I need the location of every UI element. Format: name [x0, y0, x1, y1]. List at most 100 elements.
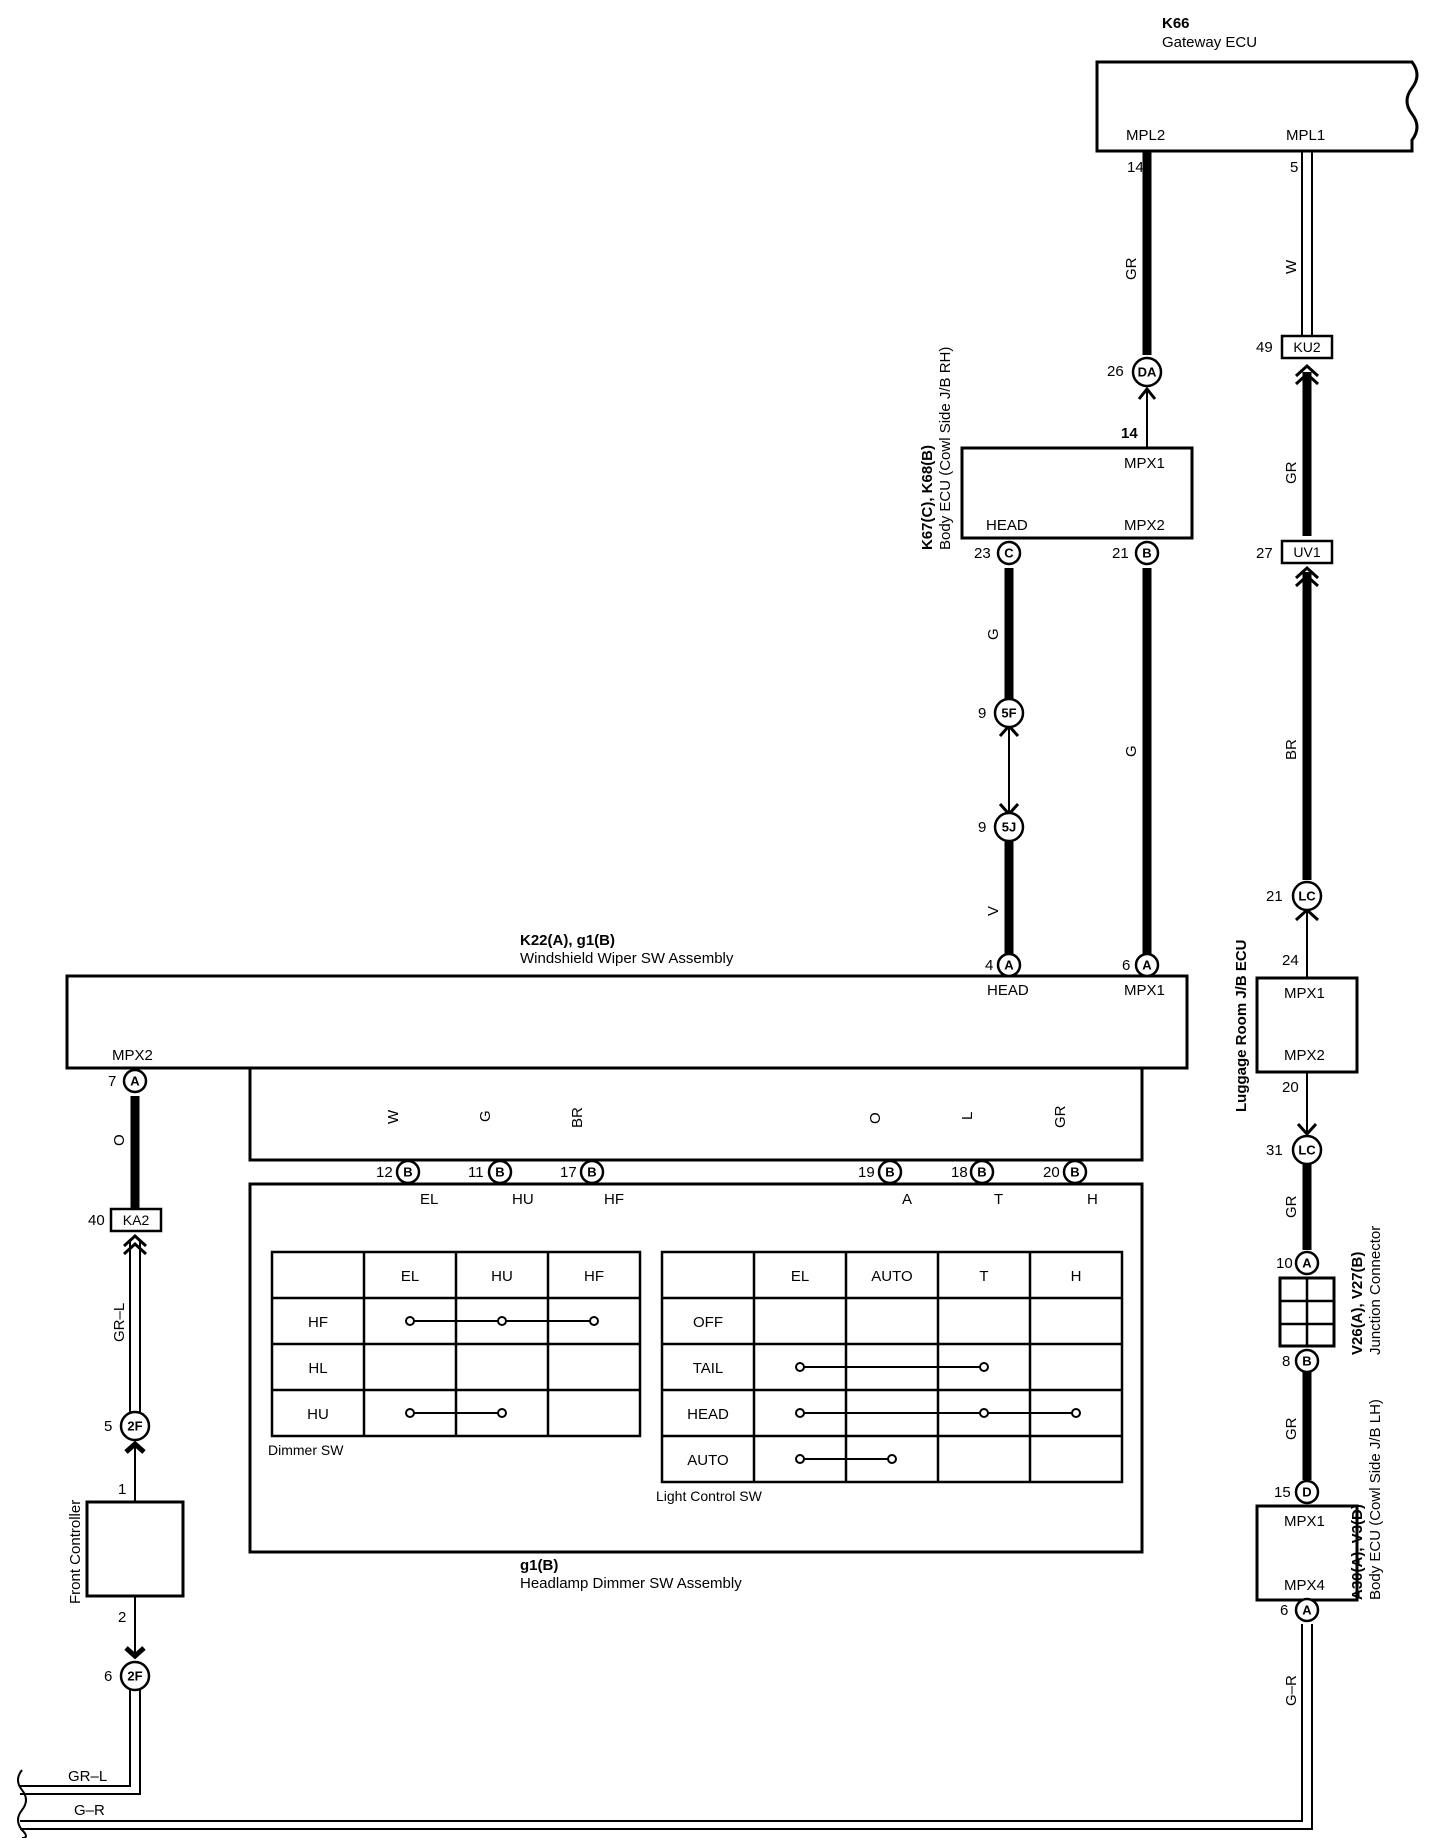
- svg-text:HF: HF: [604, 1191, 624, 1208]
- svg-text:6: 6: [1280, 1602, 1288, 1619]
- svg-text:A: A: [1302, 1603, 1312, 1618]
- svg-text:A30(A), V3(D): A30(A), V3(D): [1349, 1504, 1366, 1600]
- svg-text:B: B: [977, 1165, 986, 1180]
- svg-text:20: 20: [1043, 1164, 1060, 1181]
- svg-text:KU2: KU2: [1293, 339, 1320, 355]
- wire-color-labels: GR W GR G G BR V GR GR G–R O GR–L W G BR…: [68, 257, 1300, 1819]
- svg-text:HL: HL: [308, 1360, 327, 1377]
- svg-text:EL: EL: [791, 1268, 809, 1285]
- dimmer-table: [270, 1250, 642, 1438]
- terminal-5j: 5J: [993, 811, 1025, 843]
- pin-names: MPL2 MPL1 MPX1 HEAD MPX2 HEAD MPX1 MPX2 …: [112, 127, 1325, 1594]
- svg-text:26: 26: [1107, 363, 1124, 380]
- svg-text:T: T: [994, 1191, 1003, 1208]
- svg-text:MPX1: MPX1: [1284, 985, 1325, 1002]
- svg-text:MPX1: MPX1: [1284, 1513, 1325, 1530]
- svg-text:14: 14: [1121, 425, 1138, 442]
- svg-text:GR: GR: [1052, 1105, 1069, 1128]
- svg-text:C: C: [1004, 546, 1014, 561]
- terminal-b-21: B: [1134, 540, 1160, 566]
- svg-text:Junction Connector: Junction Connector: [1367, 1226, 1384, 1355]
- svg-text:LC: LC: [1298, 1143, 1316, 1158]
- terminal-2f-6: 2F: [119, 1660, 151, 1692]
- connector-ka2: KA2: [109, 1207, 163, 1233]
- svg-text:GR: GR: [1283, 461, 1300, 484]
- terminal-a-6b: A: [1294, 1597, 1320, 1623]
- svg-text:6: 6: [104, 1668, 112, 1685]
- svg-text:Body ECU (Cowl Side J/B LH): Body ECU (Cowl Side J/B LH): [1367, 1399, 1384, 1600]
- terminal-2f-5: 2F: [119, 1410, 151, 1442]
- svg-text:1: 1: [118, 1481, 126, 1498]
- svg-text:G: G: [477, 1110, 494, 1122]
- svg-text:20: 20: [1282, 1079, 1299, 1096]
- svg-text:2F: 2F: [127, 1669, 142, 1684]
- svg-text:Gateway ECU: Gateway ECU: [1162, 34, 1257, 51]
- svg-text:9: 9: [978, 705, 986, 722]
- svg-text:O: O: [111, 1134, 128, 1146]
- svg-text:D: D: [1302, 1485, 1311, 1500]
- svg-text:H: H: [1071, 1268, 1082, 1285]
- svg-text:EL: EL: [420, 1191, 438, 1208]
- svg-text:O: O: [867, 1112, 884, 1124]
- terminal-da: DA: [1131, 356, 1163, 388]
- gateway-ecu-box: [1095, 60, 1419, 153]
- svg-text:G: G: [1123, 745, 1140, 757]
- svg-text:21: 21: [1266, 888, 1283, 905]
- svg-text:5J: 5J: [1002, 820, 1016, 835]
- svg-text:V26(A), V27(B): V26(A), V27(B): [1349, 1252, 1366, 1355]
- svg-text:B: B: [1142, 546, 1151, 561]
- svg-text:HEAD: HEAD: [987, 982, 1029, 999]
- front-controller-box: [85, 1500, 185, 1598]
- svg-text:A: A: [1004, 958, 1014, 973]
- svg-text:W: W: [385, 1109, 402, 1124]
- terminal-lc-31: LC: [1291, 1134, 1323, 1166]
- terminal-b-20: B: [1062, 1159, 1088, 1185]
- luggage-ecu-box: [1255, 976, 1359, 1074]
- svg-text:49: 49: [1256, 339, 1273, 356]
- dimmer-table-text: EL HU HF HF HL HU: [307, 1268, 604, 1423]
- svg-text:BR: BR: [1283, 739, 1300, 760]
- terminal-a-6: A: [1134, 952, 1160, 978]
- svg-text:Headlamp Dimmer SW Assembly: Headlamp Dimmer SW Assembly: [520, 1575, 742, 1592]
- svg-text:2: 2: [118, 1609, 126, 1626]
- svg-text:8: 8: [1282, 1353, 1290, 1370]
- svg-text:21: 21: [1112, 545, 1129, 562]
- svg-text:Body ECU (Cowl Side J/B RH): Body ECU (Cowl Side J/B RH): [937, 347, 954, 550]
- svg-text:4: 4: [985, 957, 993, 974]
- terminal-5f: 5F: [993, 697, 1025, 729]
- wire-g-r-b: [20, 1624, 1313, 1830]
- svg-text:17: 17: [560, 1164, 577, 1181]
- svg-text:K22(A), g1(B): K22(A), g1(B): [520, 932, 615, 949]
- svg-text:AUTO: AUTO: [687, 1452, 728, 1469]
- svg-text:T: T: [979, 1268, 988, 1285]
- svg-text:MPX2: MPX2: [112, 1047, 153, 1064]
- svg-text:HU: HU: [512, 1191, 534, 1208]
- svg-text:HU: HU: [491, 1268, 513, 1285]
- svg-text:W: W: [1283, 259, 1300, 274]
- terminal-a-10: A: [1294, 1250, 1320, 1276]
- svg-text:A: A: [902, 1191, 912, 1208]
- svg-text:UV1: UV1: [1293, 544, 1320, 560]
- svg-text:GR–L: GR–L: [111, 1303, 128, 1342]
- body-ecu-lh-box: [1255, 1504, 1359, 1602]
- svg-text:14: 14: [1127, 159, 1144, 176]
- svg-text:27: 27: [1256, 545, 1273, 562]
- svg-text:A: A: [1142, 958, 1152, 973]
- svg-text:MPX1: MPX1: [1124, 455, 1165, 472]
- terminal-b-18: B: [969, 1159, 995, 1185]
- svg-text:GR: GR: [1283, 1417, 1300, 1440]
- terminal-c-23: C: [996, 540, 1022, 566]
- svg-text:B: B: [885, 1165, 894, 1180]
- component-labels: K66 Gateway ECU K22(A), g1(B) Windshield…: [67, 15, 1384, 1604]
- component-boxes: [65, 60, 1419, 1602]
- svg-text:5: 5: [1290, 159, 1298, 176]
- svg-text:DA: DA: [1138, 365, 1157, 380]
- svg-text:HF: HF: [584, 1268, 604, 1285]
- svg-text:MPL2: MPL2: [1126, 127, 1165, 144]
- svg-text:K66: K66: [1162, 15, 1190, 32]
- pin-numbers: 14 5 49 26 14 23 21 27 9 9 4 6 21 24 20 …: [88, 159, 1299, 1685]
- svg-text:A: A: [130, 1074, 140, 1089]
- svg-text:40: 40: [88, 1212, 105, 1229]
- svg-text:V: V: [985, 906, 1002, 916]
- wire-g-r-a: [20, 1624, 1303, 1822]
